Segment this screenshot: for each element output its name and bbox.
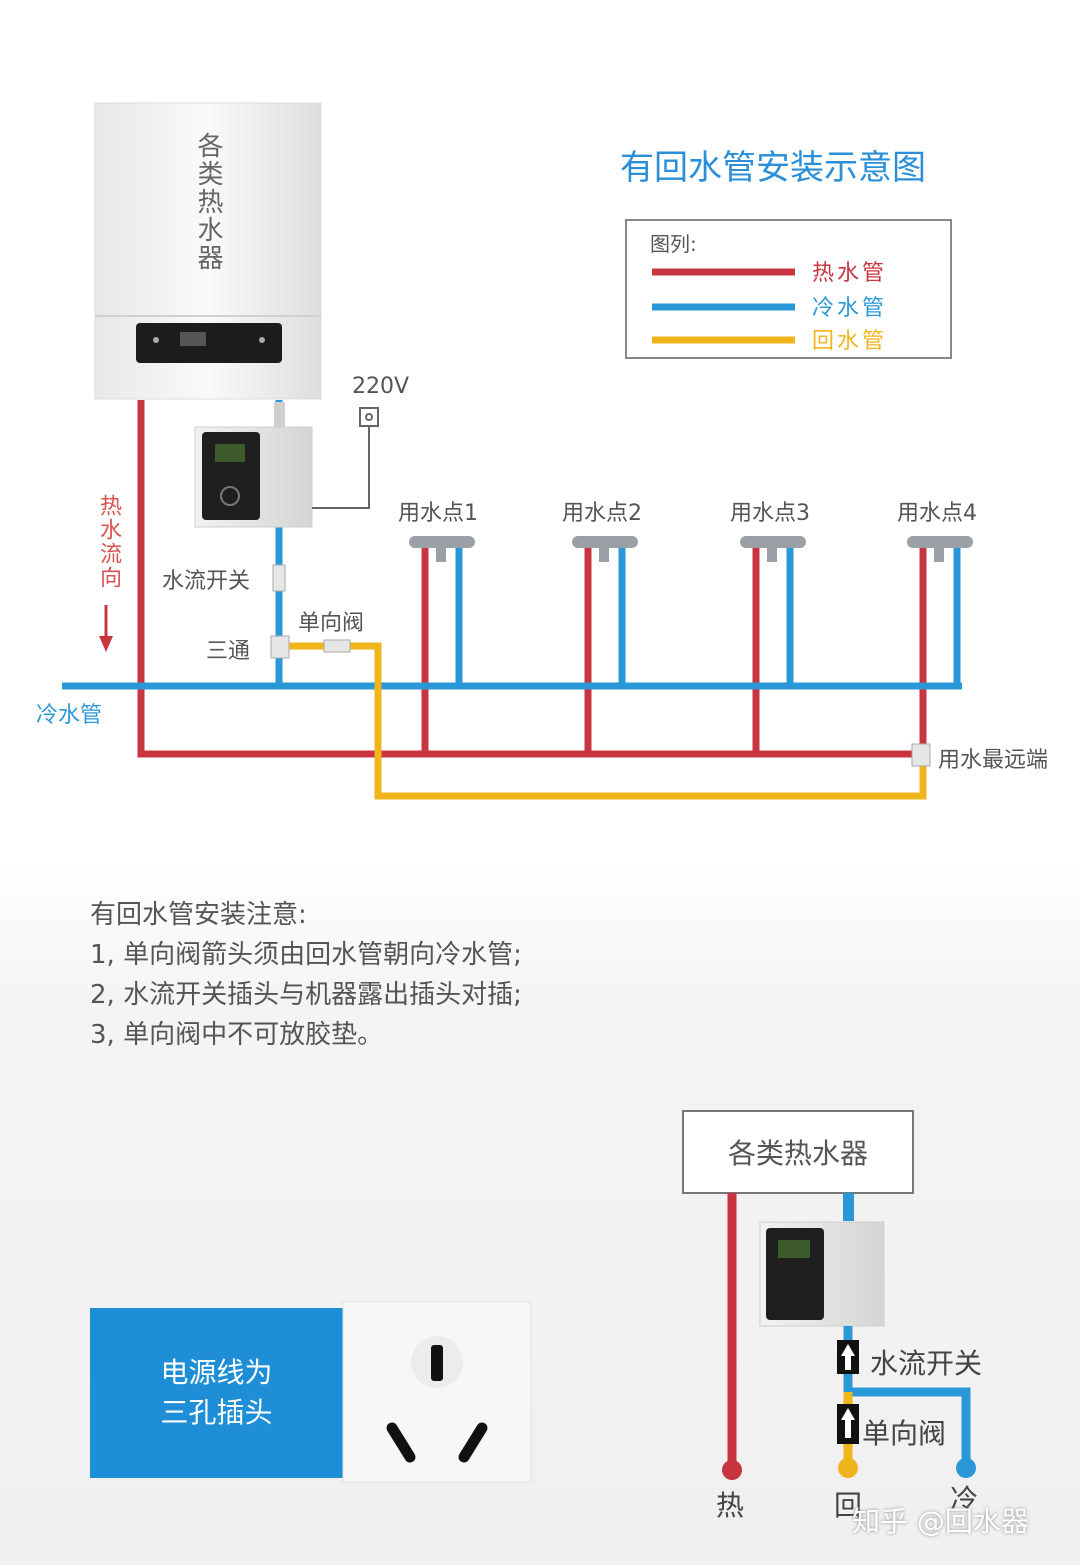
heater-display (136, 323, 282, 363)
detail-diagram (682, 1110, 976, 1480)
circulation-pump (194, 402, 313, 528)
detail-flow-switch-label: 水流开关 (870, 1347, 983, 1380)
legend-box (625, 219, 952, 359)
outlet-4-label: 用水点4 (897, 501, 977, 526)
detail-cold-label: 冷 (950, 1483, 979, 1516)
outlet-2-label: 用水点2 (562, 501, 642, 526)
voltage-label: 220V (352, 374, 410, 399)
hot-flow-arrow (99, 605, 113, 652)
legend-hot-label: 热水管 (812, 261, 888, 286)
detail-hot-label: 热 (716, 1489, 745, 1522)
detail-heater-label: 各类热水器 (727, 1137, 868, 1170)
power-note-line1: 电源线为 (160, 1356, 273, 1389)
heater-label: 各类热水器 (193, 132, 223, 272)
installation-notes: 有回水管安装注意: 1, 单向阀箭头须由回水管朝向冷水管; 2, 水流开关插头与… (90, 895, 522, 1055)
outlet-faucets (409, 536, 973, 562)
detail-return-label: 回 (834, 1489, 863, 1522)
hot-flow-label: 热水流向 (96, 494, 121, 590)
farthest-point-label: 用水最远端 (938, 748, 1049, 773)
power-note: 电源线为 三孔插头 (90, 1308, 343, 1478)
flow-switch-label: 水流开关 (162, 569, 251, 594)
check-valve-label: 单向阀 (298, 611, 365, 636)
power-socket-panel (90, 1301, 532, 1483)
check-valve-fitting (323, 639, 351, 653)
flow-switch-fitting (272, 564, 286, 592)
note-item: 3, 单向阀中不可放胶垫。 (90, 1020, 384, 1050)
tee-label: 三通 (206, 639, 251, 664)
power-note-line2: 三孔插头 (160, 1396, 273, 1429)
legend-title: 图列: (650, 232, 697, 256)
tee-fitting (270, 635, 290, 659)
diagram-title: 有回水管安装示意图 (620, 148, 926, 188)
cold-pipe-label: 冷水管 (36, 703, 103, 728)
power-cable (312, 407, 379, 509)
note-item: 1, 单向阀箭头须由回水管朝向冷水管; (90, 940, 522, 970)
notes-heading: 有回水管安装注意: (90, 900, 307, 930)
note-item: 2, 水流开关插头与机器露出插头对插; (90, 980, 522, 1010)
watermark: 知乎 @回水器 (852, 1505, 1029, 1538)
return-pipe (286, 642, 927, 800)
hot-pipes (137, 400, 927, 758)
detail-check-valve-label: 单向阀 (862, 1417, 947, 1450)
farthest-tee (911, 743, 931, 767)
outlet-3-label: 用水点3 (730, 501, 810, 526)
legend-return-label: 回水管 (812, 329, 888, 354)
outlet-1-label: 用水点1 (398, 501, 478, 526)
legend-cold-label: 冷水管 (812, 296, 888, 321)
water-heater (94, 102, 322, 400)
